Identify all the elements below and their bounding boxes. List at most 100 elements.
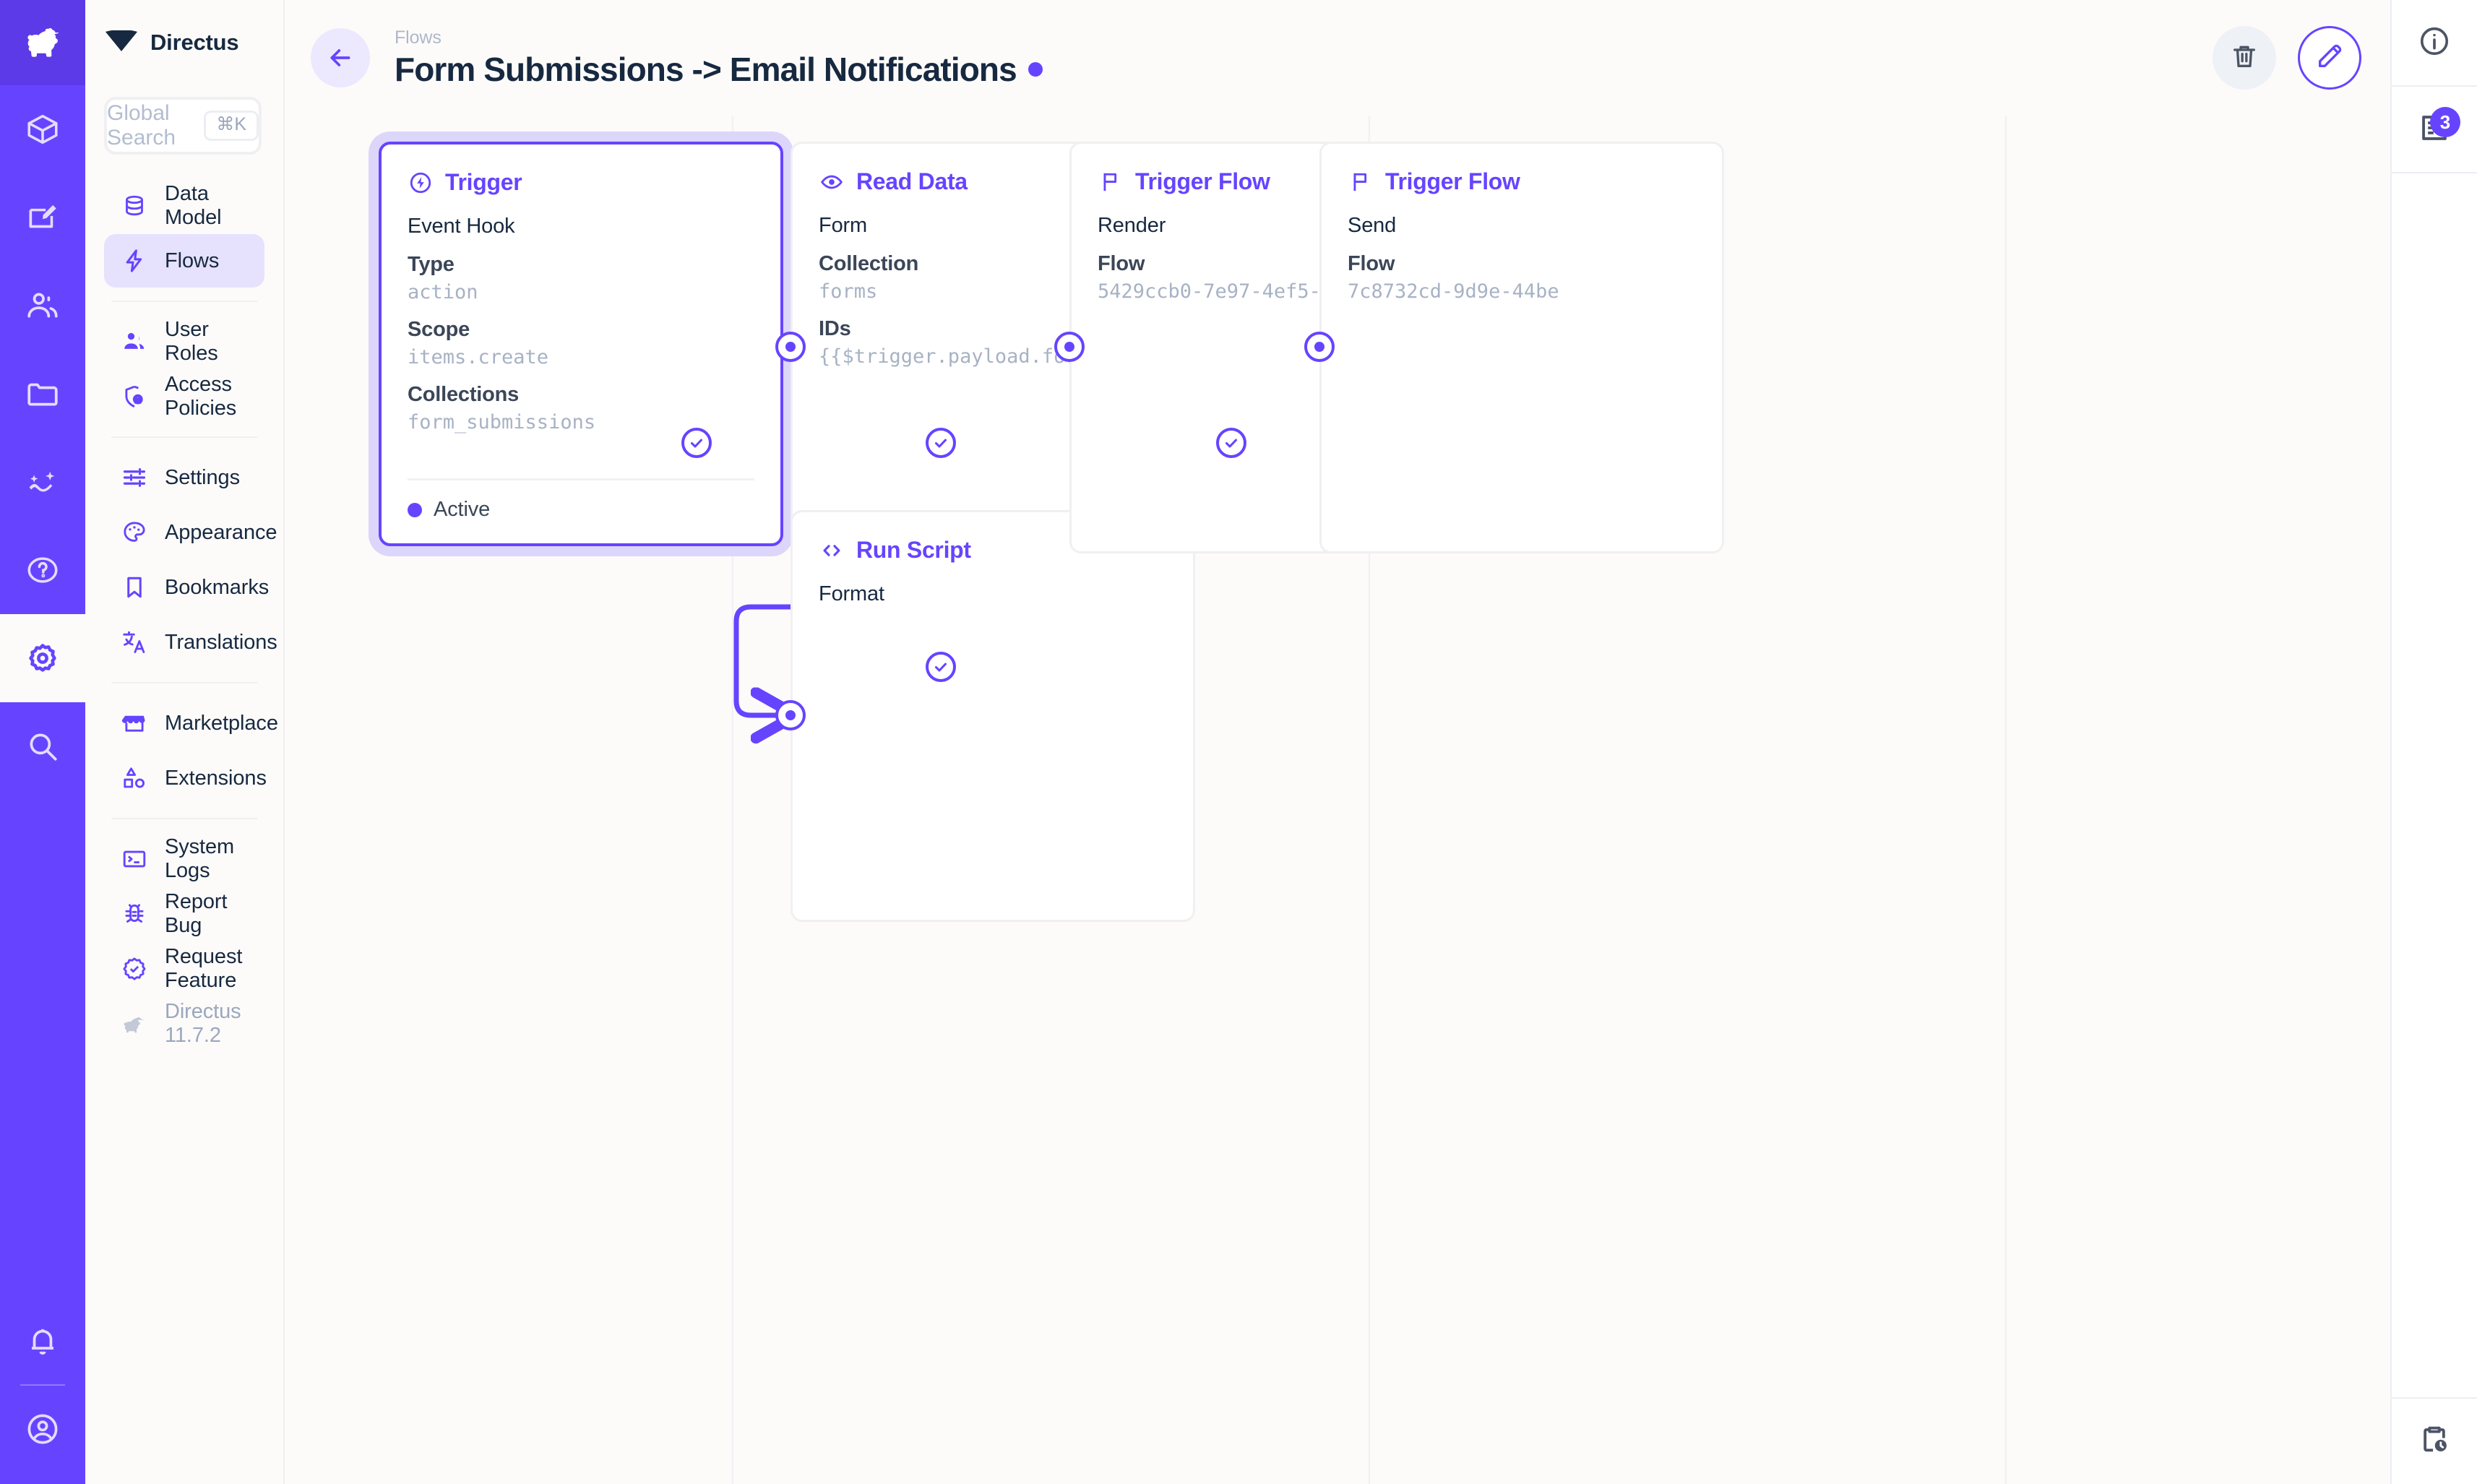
- back-button[interactable]: [311, 28, 370, 87]
- database-icon: [120, 191, 149, 220]
- node-field-label: Type: [408, 253, 455, 276]
- sidebar-item-appearance[interactable]: Appearance: [104, 506, 277, 559]
- flag-icon: [1348, 169, 1374, 195]
- module-help[interactable]: [0, 526, 85, 614]
- translate-icon: [120, 628, 149, 657]
- sidebar-divider: [111, 301, 257, 302]
- port-read-data-resolve[interactable]: [926, 428, 956, 458]
- sidebar-item-access-policies[interactable]: Access Policies: [104, 370, 264, 423]
- shapes-icon: [120, 764, 149, 793]
- module-content[interactable]: [0, 85, 85, 173]
- bookmark-icon: [120, 573, 149, 602]
- breadcrumb[interactable]: Flows: [395, 27, 441, 48]
- page-header: Flows Form Submissions -> Email Notifica…: [285, 0, 2390, 116]
- account-circle-icon[interactable]: [0, 1393, 85, 1465]
- module-user-directory[interactable]: [0, 262, 85, 350]
- code-brackets-icon: [819, 538, 845, 564]
- sidebar-item-label: User Roles: [165, 318, 218, 365]
- people-icon: [120, 327, 149, 356]
- right-sidebar-rail: 3: [2390, 0, 2477, 1484]
- sidebar-item-label: Translations: [165, 630, 277, 654]
- search-shortcut-badge: ⌘K: [204, 111, 259, 141]
- node-field-label: IDs: [819, 317, 851, 340]
- flow-canvas[interactable]: Trigger Event Hook Type action Scope ite…: [285, 116, 2390, 1484]
- module-bar-divider: [20, 1384, 65, 1386]
- module-file-library[interactable]: [0, 350, 85, 438]
- node-subtitle: Send: [1348, 214, 1397, 237]
- search-input[interactable]: Global Search ⌘K: [104, 97, 262, 155]
- tune-sliders-icon: [120, 463, 149, 492]
- info-circle-icon: [2418, 25, 2451, 61]
- info-sidebar-button[interactable]: [2391, 0, 2477, 87]
- palette-icon: [120, 518, 149, 547]
- port-trigger-flow-send-input[interactable]: [1304, 332, 1335, 362]
- sidebar-item-marketplace[interactable]: Marketplace Beta: [104, 696, 350, 750]
- shield-person-icon: [120, 382, 149, 411]
- brand: Directus: [85, 0, 283, 85]
- trash-icon: [2230, 42, 2259, 74]
- node-field-value: forms: [819, 280, 878, 303]
- node-subtitle: Format: [819, 582, 884, 605]
- sidebar-nav-list: Data Model Flows: [85, 155, 350, 1052]
- directus-rabbit-logo-icon[interactable]: [0, 0, 85, 85]
- notifications-button[interactable]: [0, 1305, 85, 1377]
- sidebar-item-request-feature[interactable]: Request Feature: [104, 942, 264, 996]
- node-subtitle: Event Hook: [408, 215, 515, 238]
- sidebar-item-flows[interactable]: Flows: [104, 234, 264, 288]
- sidebar-item-label: Access Policies: [165, 373, 237, 420]
- sidebar-item-label: Settings: [165, 465, 240, 489]
- logs-count-badge: 3: [2430, 107, 2460, 137]
- node-status-text: Active: [434, 498, 491, 521]
- port-trigger-resolve[interactable]: [681, 428, 712, 458]
- port-trigger-flow-render-resolve[interactable]: [1216, 428, 1246, 458]
- header-titles: Flows Form Submissions -> Email Notifica…: [395, 27, 1043, 89]
- port-run-script-resolve[interactable]: [926, 652, 956, 682]
- sidebar-item-translations[interactable]: Translations: [104, 616, 277, 669]
- sidebar-divider: [111, 436, 257, 438]
- port-read-data-input[interactable]: [775, 332, 806, 362]
- sidebar-item-bookmarks[interactable]: Bookmarks: [104, 561, 269, 614]
- sidebar-item-label: System Logs: [165, 835, 235, 882]
- node-title: Trigger: [408, 169, 754, 196]
- flag-icon: [1098, 169, 1124, 195]
- module-editor[interactable]: [0, 173, 85, 262]
- edit-flow-button[interactable]: [2298, 26, 2361, 90]
- status-dot-icon: [408, 502, 422, 517]
- module-search[interactable]: [0, 702, 85, 790]
- flow-logs-button[interactable]: 3: [2391, 87, 2477, 173]
- node-title-text: Trigger Flow: [1385, 168, 1520, 194]
- flow-node-trigger-flow-send[interactable]: Trigger Flow Send Flow 7c8732cd-9d9e-44b…: [1319, 142, 1724, 553]
- sidebar-item-settings[interactable]: Settings: [104, 451, 264, 504]
- delete-flow-button[interactable]: [2213, 26, 2276, 90]
- sidebar-item-data-model[interactable]: Data Model: [104, 179, 264, 233]
- sidebar-item-user-roles[interactable]: User Roles: [104, 315, 264, 368]
- header-actions: [2213, 26, 2361, 90]
- activity-log-button[interactable]: [2391, 1397, 2477, 1484]
- node-status: Active: [408, 478, 754, 522]
- sidebar-item-label: Report Bug: [165, 890, 228, 937]
- sidebar-version: Directus 11.7.2: [104, 997, 264, 1051]
- pencil-icon: [2315, 42, 2344, 74]
- module-insights[interactable]: [0, 438, 85, 526]
- trigger-bolt-circle-icon: [408, 170, 434, 196]
- node-title-text: Trigger: [445, 169, 522, 195]
- storefront-icon: [120, 709, 149, 738]
- module-bar-bottom: [0, 1305, 85, 1484]
- flow-node-trigger[interactable]: Trigger Event Hook Type action Scope ite…: [379, 142, 783, 546]
- port-trigger-flow-render-input[interactable]: [1054, 332, 1085, 362]
- flow-node-run-script[interactable]: Run Script Format: [791, 510, 1195, 922]
- sidebar-item-system-logs[interactable]: System Logs: [104, 832, 264, 886]
- node-title: Run Script: [819, 537, 1167, 564]
- sidebar-item-report-bug[interactable]: Report Bug: [104, 887, 264, 941]
- sidebar-item-label: Marketplace: [165, 711, 278, 735]
- sidebar-item-label: Data Model: [165, 182, 222, 229]
- bug-icon: [120, 900, 149, 928]
- sidebar-item-label: Bookmarks: [165, 575, 270, 599]
- sidebar-item-extensions[interactable]: Extensions: [104, 751, 267, 805]
- port-run-script-input[interactable]: [775, 700, 806, 730]
- module-settings[interactable]: [0, 614, 85, 702]
- global-search-wrap: Global Search ⌘K: [85, 85, 283, 155]
- brand-name: Directus: [150, 30, 239, 55]
- node-subtitle: Render: [1098, 214, 1166, 237]
